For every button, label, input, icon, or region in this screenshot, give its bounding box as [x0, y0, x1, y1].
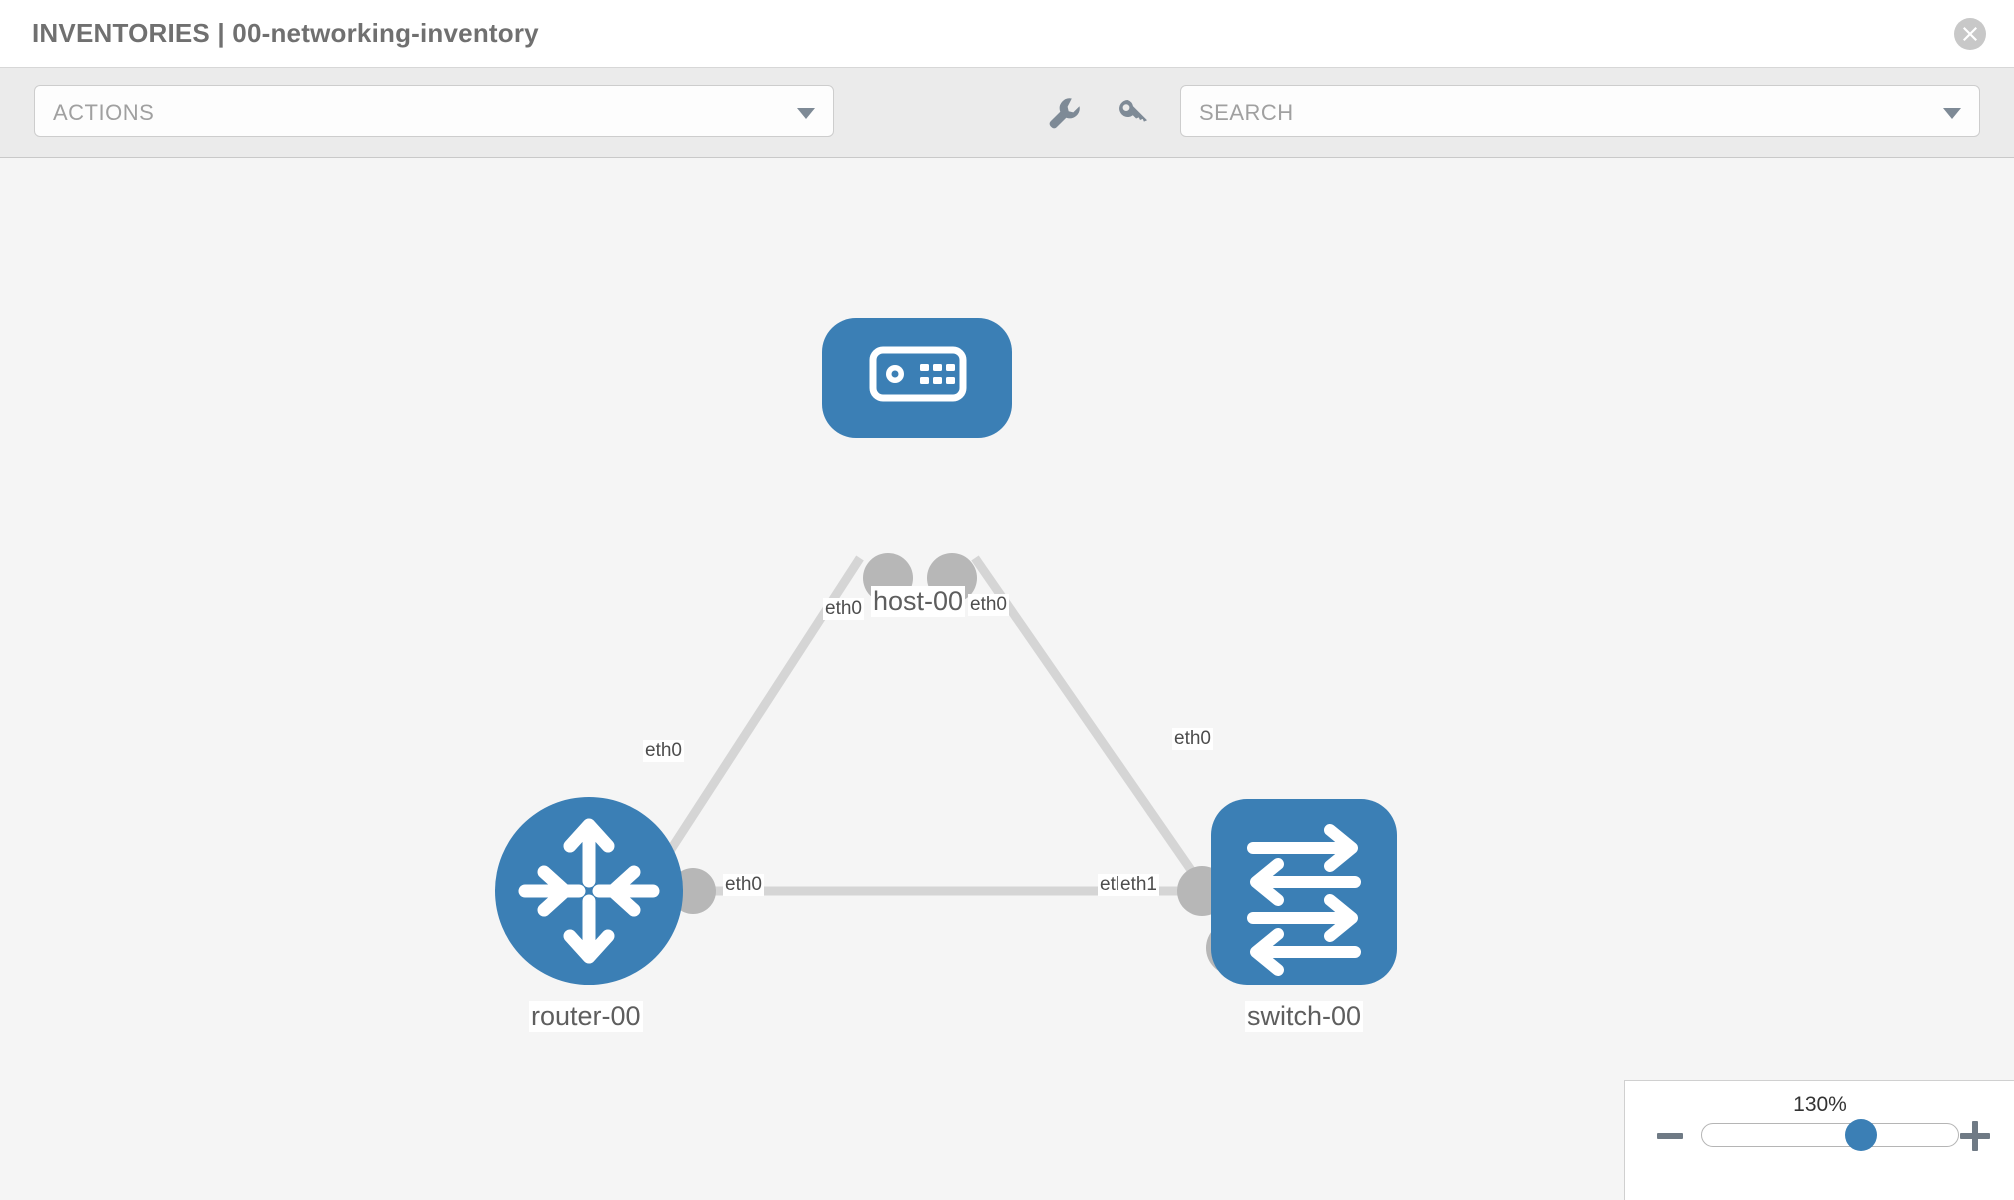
actions-dropdown-label: ACTIONS [53, 100, 155, 125]
node-host-00[interactable] [822, 318, 1012, 438]
node-router-00[interactable] [495, 797, 683, 985]
node-label-switch-00[interactable]: switch-00 [1245, 1001, 1364, 1032]
page-header: INVENTORIES | 00-networking-inventory [0, 0, 2014, 68]
iface-label: eth0 [823, 598, 864, 620]
search-input[interactable]: SEARCH [1180, 85, 1980, 137]
wrench-icon[interactable] [1042, 90, 1086, 134]
key-icon[interactable] [1113, 90, 1157, 134]
iface-label: eth0 [968, 594, 1009, 616]
chevron-down-icon [797, 108, 815, 119]
close-icon[interactable] [1954, 18, 1986, 50]
node-label-router-00[interactable]: router-00 [529, 1001, 643, 1032]
iface-label: eth0 [723, 874, 764, 896]
node-switch-00[interactable] [1211, 799, 1397, 985]
chevron-down-icon [1943, 108, 1961, 119]
page-title: INVENTORIES | 00-networking-inventory [32, 18, 539, 48]
zoom-slider-track[interactable] [1701, 1123, 1959, 1147]
iface-label: eth0 [643, 740, 684, 762]
server-icon [869, 346, 967, 402]
node-label-host-00[interactable]: host-00 [871, 586, 966, 617]
server-icon-details [886, 364, 955, 384]
switch-arrows-icon [1247, 824, 1361, 976]
zoom-percent-label: 130% [1793, 1093, 1847, 1116]
key-glyph [1119, 100, 1147, 122]
zoom-control: 130% [1624, 1080, 2014, 1200]
actions-dropdown[interactable]: ACTIONS [34, 85, 834, 137]
zoom-in-button[interactable] [1960, 1121, 1990, 1151]
search-placeholder: SEARCH [1199, 100, 1294, 125]
iface-label: eth1 [1118, 874, 1159, 896]
close-x-glyph [1963, 27, 1977, 41]
topology-canvas[interactable]: eth0 eth0 eth0 eth0 eth0 eth0 eth1 host-… [0, 158, 2014, 1200]
topology-graph [495, 318, 1397, 985]
zoom-out-button[interactable] [1657, 1133, 1683, 1139]
wrench-glyph [1049, 98, 1080, 129]
router-arrows-icon [518, 818, 660, 964]
zoom-slider-thumb[interactable] [1844, 1119, 1877, 1151]
iface-label: eth0 [1172, 728, 1213, 750]
